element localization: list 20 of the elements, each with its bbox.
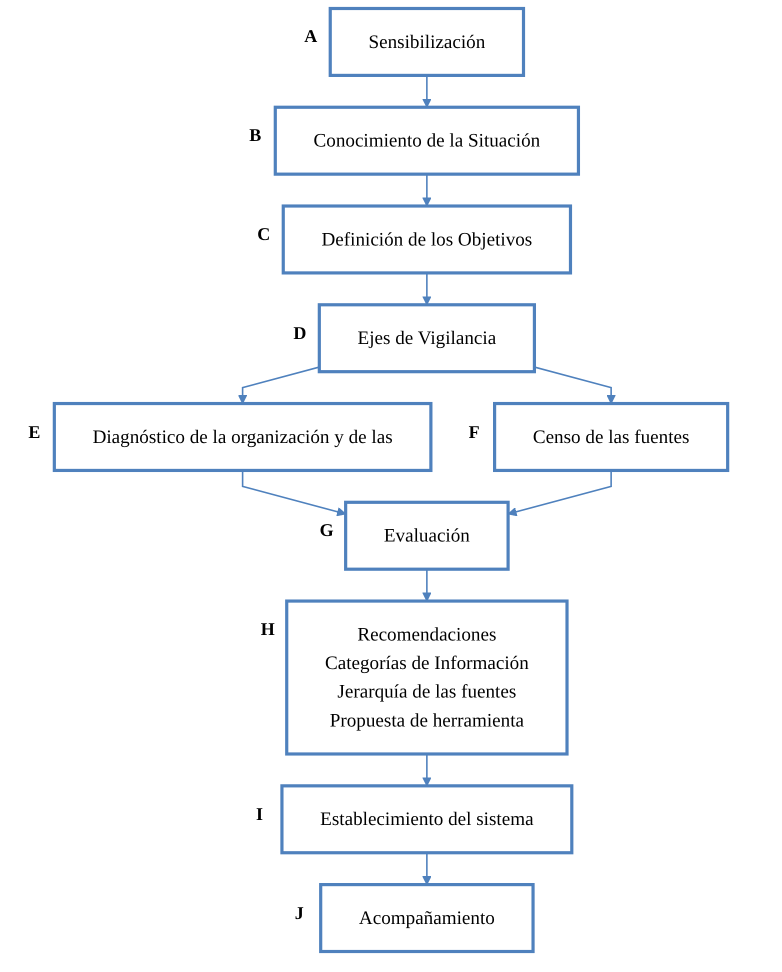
node-box — [493, 402, 730, 472]
node-box — [318, 303, 536, 374]
arrow — [242, 470, 346, 516]
arrow — [422, 75, 432, 108]
node-box — [328, 6, 526, 77]
node-box — [52, 402, 432, 472]
arrow — [534, 366, 616, 404]
arrow — [508, 470, 612, 516]
arrow — [422, 569, 432, 602]
arrow — [422, 754, 432, 786]
node-box — [280, 784, 574, 854]
arrow — [422, 272, 432, 306]
node-box — [344, 500, 510, 571]
arrow — [422, 174, 432, 206]
arrow — [422, 852, 432, 886]
node-box — [274, 106, 580, 176]
node-box — [282, 204, 572, 275]
arrow — [238, 366, 320, 404]
node-box — [319, 883, 535, 954]
node-box — [285, 599, 569, 756]
